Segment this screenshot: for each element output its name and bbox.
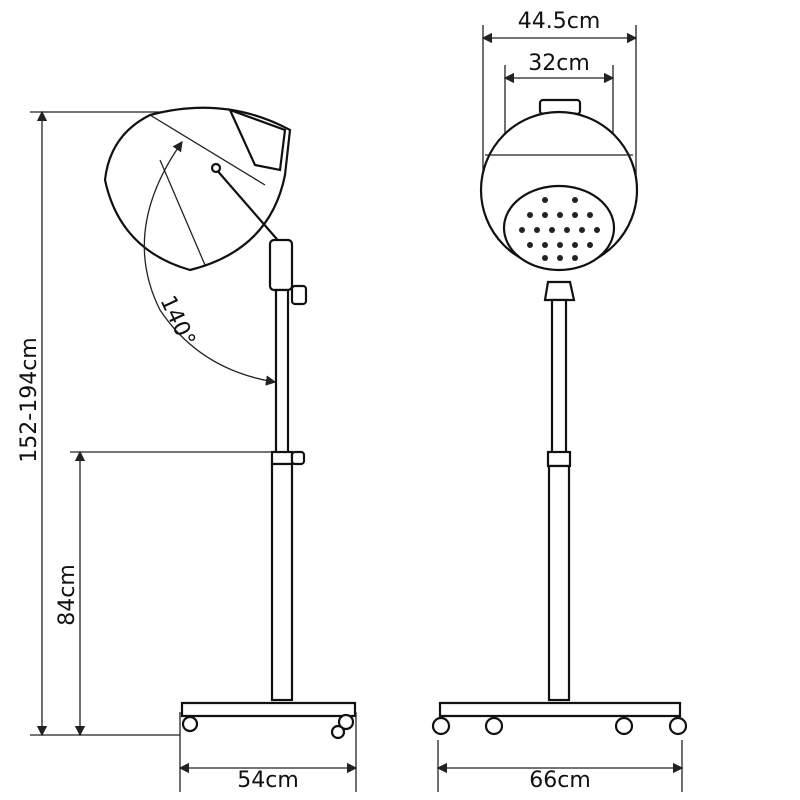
lower-pole-side <box>270 462 294 702</box>
arm-pivot <box>210 162 222 174</box>
tilt-angle-label: 140° <box>155 292 200 351</box>
height-knob-side[interactable] <box>290 450 306 466</box>
tilt-joint <box>268 238 294 292</box>
base-side <box>180 701 357 718</box>
wheel <box>614 716 634 736</box>
total-height-label: 152-194cm <box>17 337 42 462</box>
wheel <box>668 716 688 736</box>
wheel <box>330 724 346 740</box>
front-view: 44.5cm 32cm 66cm <box>431 9 688 793</box>
tilt-knob[interactable] <box>290 284 308 306</box>
dryer-hood-side <box>103 106 292 272</box>
wheel <box>484 716 504 736</box>
inner-width-label: 32cm <box>528 51 590 76</box>
perforated-vent <box>502 184 616 272</box>
upper-pole-side <box>274 288 290 457</box>
hood-mount <box>543 280 576 302</box>
lower-height-label: 84cm <box>55 564 80 626</box>
side-base-width-label: 54cm <box>237 768 299 793</box>
front-base-width-label: 66cm <box>529 768 591 793</box>
wheel <box>181 715 199 733</box>
wheel <box>337 713 355 731</box>
height-clamp-side <box>270 450 294 466</box>
side-view: 152-194cm 84cm 140° 54cm <box>17 106 358 793</box>
height-clamp-front <box>546 450 572 468</box>
outer-width-label: 44.5cm <box>518 9 601 34</box>
tilt-angle-arc <box>143 140 277 386</box>
dryer-hood-front <box>479 98 639 272</box>
wheel <box>431 716 451 736</box>
lower-pole-front <box>547 464 571 702</box>
base-front <box>438 701 682 718</box>
upper-pole-front <box>550 298 568 457</box>
